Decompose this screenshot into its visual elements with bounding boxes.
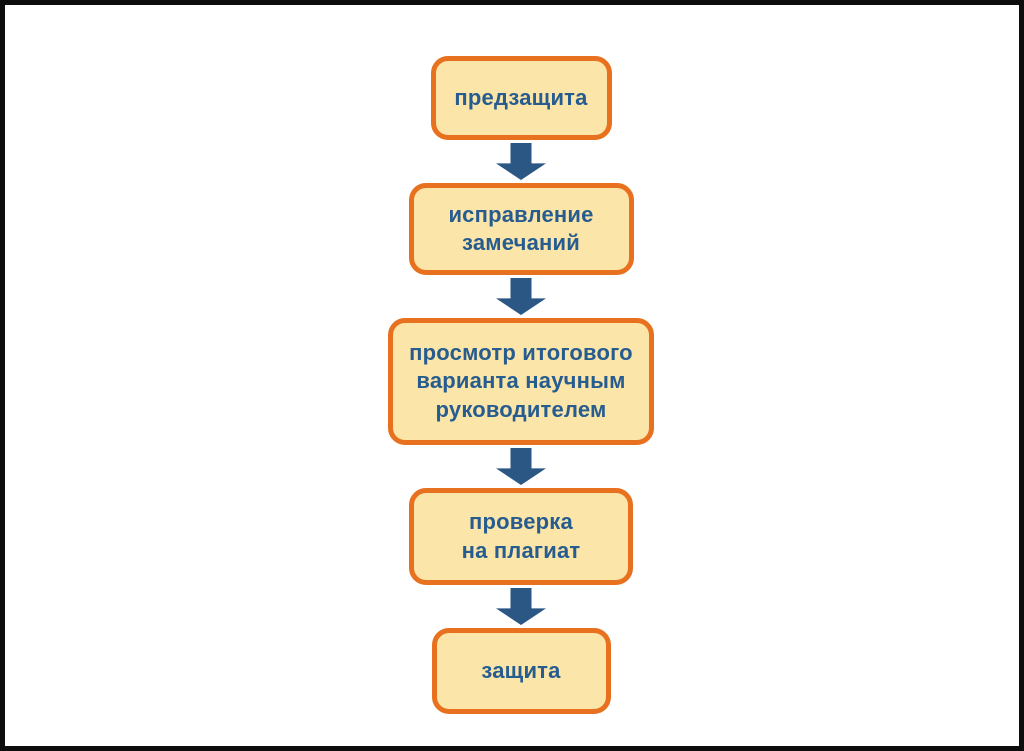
flow-step-corrections: исправление замечаний — [408, 183, 634, 275]
down-block-arrow-icon — [496, 143, 546, 180]
flowchart: предзащита исправление замечаний просмот… — [388, 56, 654, 714]
flow-step-defense: защита — [431, 628, 611, 714]
flow-step-label: предзащита — [454, 84, 588, 110]
flow-step-label: защита — [481, 657, 561, 683]
down-block-arrow-icon — [496, 588, 546, 625]
flow-step-plagiarism-check: проверка на плагиат — [409, 488, 633, 585]
down-block-arrow-icon — [496, 278, 546, 315]
down-block-arrow-icon — [496, 448, 546, 485]
flow-step-label: просмотр итогового варианта научным руко… — [409, 340, 633, 422]
flow-step-label: проверка на плагиат — [461, 509, 581, 563]
flow-step-supervisor-review: просмотр итогового варианта научным руко… — [388, 318, 654, 445]
flow-step-label: исправление замечаний — [448, 201, 594, 255]
flow-step-predefense: предзащита — [430, 56, 612, 140]
